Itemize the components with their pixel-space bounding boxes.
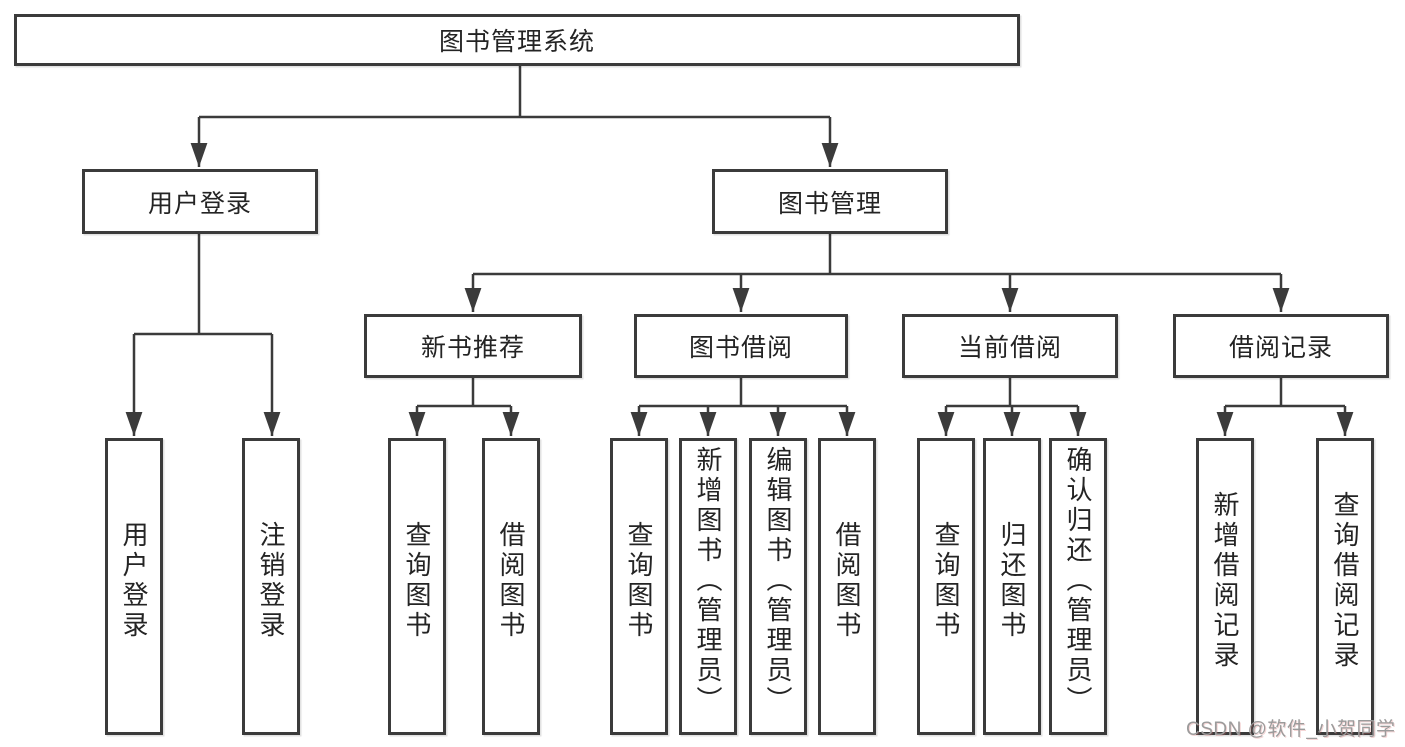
node-label: 新增图书（管理员） [693, 445, 723, 716]
node-label: 图书管理 [777, 189, 882, 218]
node-label: 查询图书 [931, 520, 961, 641]
node-current-borrow: 当前借阅 [902, 314, 1118, 378]
leaf-add-borrow-record: 新增借阅记录 [1196, 438, 1254, 735]
node-label: 借阅记录 [1228, 334, 1333, 362]
node-label: 确认归还（管理员） [1063, 445, 1093, 716]
leaf-borrow-books-1: 借阅图书 [482, 438, 540, 735]
leaf-query-borrow-record: 查询借阅记录 [1316, 438, 1374, 735]
node-label: 注销登录 [256, 520, 286, 641]
node-book-management: 图书管理 [712, 169, 948, 234]
node-label: 用户登录 [147, 189, 252, 218]
node-new-book-recommend: 新书推荐 [364, 314, 582, 378]
csdn-watermark: CSDN @软件_小贺同学 [1186, 719, 1396, 740]
leaf-query-books-2: 查询图书 [610, 438, 668, 735]
node-label: 图书借阅 [688, 334, 793, 362]
node-borrow-records: 借阅记录 [1173, 314, 1389, 378]
node-label: 新书推荐 [420, 334, 525, 362]
leaf-edit-books-admin: 编辑图书（管理员） [749, 438, 807, 735]
node-label: 用户登录 [119, 520, 149, 641]
node-label: 借阅图书 [496, 520, 526, 641]
leaf-query-books-3: 查询图书 [917, 438, 975, 735]
node-label: 新增借阅记录 [1210, 490, 1240, 671]
node-label: 查询图书 [402, 520, 432, 641]
leaf-confirm-return-admin: 确认归还（管理员） [1049, 438, 1107, 735]
leaf-add-books-admin: 新增图书（管理员） [679, 438, 737, 735]
node-label: 当前借阅 [957, 334, 1062, 362]
node-user-login-group: 用户登录 [82, 169, 318, 234]
node-label: 查询借阅记录 [1330, 490, 1360, 671]
node-label: 归还图书 [997, 520, 1027, 641]
node-system-root: 图书管理系统 [14, 14, 1020, 66]
leaf-logout: 注销登录 [242, 438, 300, 735]
leaf-borrow-books-2: 借阅图书 [818, 438, 876, 735]
node-label: 图书管理系统 [438, 28, 595, 56]
node-label: 编辑图书（管理员） [763, 445, 793, 716]
node-label: 查询图书 [624, 520, 654, 641]
leaf-query-books-1: 查询图书 [388, 438, 446, 735]
node-book-borrow: 图书借阅 [634, 314, 848, 378]
node-label: 借阅图书 [832, 520, 862, 641]
leaf-user-login: 用户登录 [105, 438, 163, 735]
leaf-return-books: 归还图书 [983, 438, 1041, 735]
